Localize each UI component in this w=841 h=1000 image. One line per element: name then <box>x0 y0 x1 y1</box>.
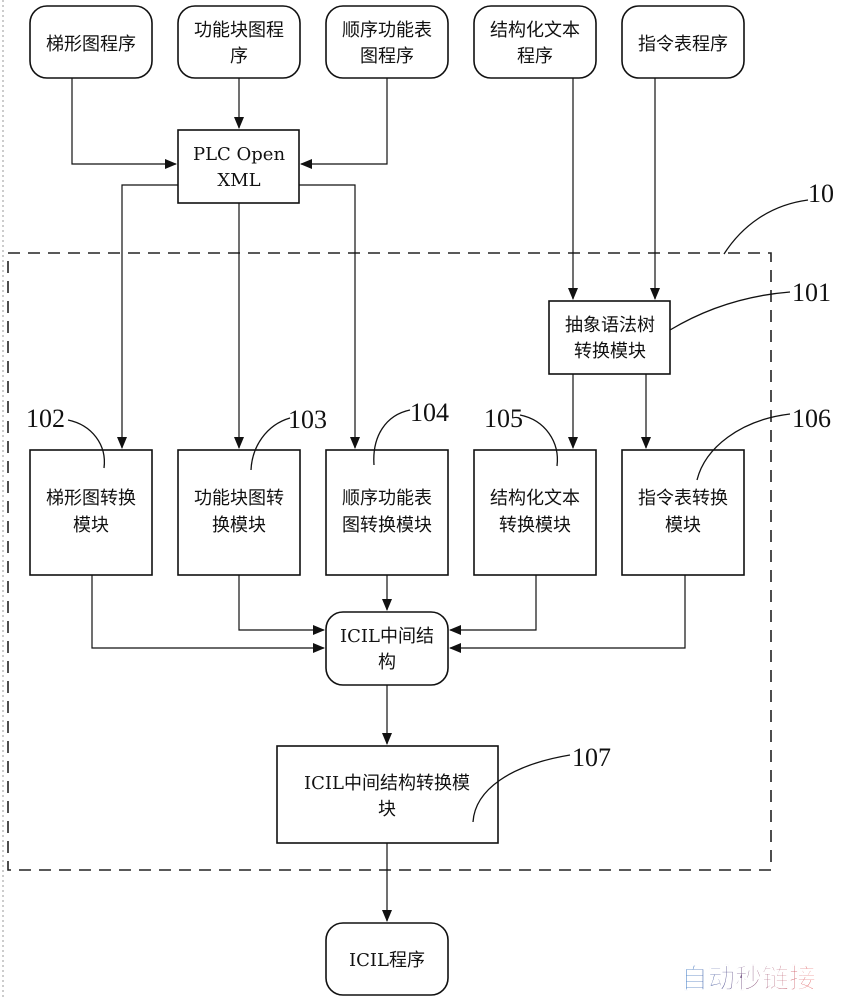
arrow-ladder-module-to-icil <box>91 575 325 653</box>
il-conversion-module: 指令表转换 模块 <box>621 449 745 576</box>
source-il-program: 指令表程序 <box>621 5 745 79</box>
ladder-conversion-module: 梯形图转换 模块 <box>29 449 153 576</box>
sfc-conversion-module: 顺序功能表 图转换模块 <box>325 449 449 576</box>
ref-105: 105 <box>484 404 523 433</box>
st-module-line1: 结构化文本 <box>490 488 580 509</box>
fbd-conversion-module: 功能块图转 换模块 <box>177 449 301 576</box>
icil-program-output: ICIL程序 <box>325 922 449 996</box>
arrow-fbd-module-to-icil <box>238 575 325 635</box>
ref-103: 103 <box>288 405 327 434</box>
il-module-line1: 指令表转换 <box>638 488 728 509</box>
arrow-xml-to-ladder-module <box>117 184 178 449</box>
il-module-line2: 模块 <box>665 515 701 536</box>
plc-open-xml-box: PLC Open XML <box>177 129 300 204</box>
connectors <box>71 78 686 922</box>
ref-107: 107 <box>572 743 611 772</box>
icil-converter-line2: 块 <box>378 799 396 820</box>
leader-102 <box>67 419 105 469</box>
leader-106 <box>696 413 791 481</box>
ladder-module-line2: 模块 <box>73 515 109 536</box>
source-ladder-program: 梯形图程序 <box>29 5 153 79</box>
ladder-module-line1: 梯形图转换 <box>46 488 136 509</box>
plc-open-xml-line2: XML <box>217 170 260 191</box>
ref-101: 101 <box>792 278 831 307</box>
source-sfc-label-line1: 顺序功能表 <box>342 20 432 41</box>
source-sfc-program: 顺序功能表 图程序 <box>325 5 449 79</box>
icil-converter-line1: ICIL中间结构转换模 <box>304 773 470 794</box>
source-sfc-label-line2: 图程序 <box>360 46 414 67</box>
watermark-logo: 自动秒链接 <box>681 963 816 995</box>
source-fbd-program: 功能块图程 序 <box>177 5 301 79</box>
ref-10: 10 <box>808 179 834 208</box>
icil-program-label: ICIL程序 <box>349 950 425 971</box>
ref-106: 106 <box>792 404 831 433</box>
fbd-module-line2: 换模块 <box>212 515 266 536</box>
plc-open-xml-line1: PLC Open <box>193 144 285 165</box>
st-conversion-module: 结构化文本 转换模块 <box>473 449 597 576</box>
leader-103 <box>250 417 291 471</box>
sfc-module-line1: 顺序功能表 <box>342 488 432 509</box>
icil-conversion-module: ICIL中间结构转换模 块 <box>276 745 499 844</box>
source-fbd-label-line1: 功能块图程 <box>194 20 284 41</box>
arrow-il-module-to-icil <box>449 575 686 653</box>
ast-module-line1: 抽象语法树 <box>565 315 655 336</box>
source-fbd-label-line2: 序 <box>230 46 248 67</box>
leader-107 <box>472 754 571 823</box>
leader-105 <box>519 414 558 467</box>
source-st-program: 结构化文本 程序 <box>473 5 597 79</box>
source-ladder-label: 梯形图程序 <box>46 34 136 55</box>
reference-leaders <box>67 199 809 823</box>
leader-104 <box>373 409 411 466</box>
source-il-label: 指令表程序 <box>638 34 728 55</box>
st-module-line2: 转换模块 <box>499 515 571 536</box>
leader-10 <box>723 199 809 255</box>
arrow-ladder-to-xml <box>71 78 177 169</box>
icil-structure-line1: ICIL中间结 <box>340 626 434 647</box>
sfc-module-line2: 图转换模块 <box>342 515 432 536</box>
leader-101 <box>669 291 791 331</box>
arrow-sfc-to-xml <box>300 78 388 169</box>
ref-102: 102 <box>26 404 65 433</box>
source-st-label-line1: 结构化文本 <box>490 20 580 41</box>
icil-intermediate-structure: ICIL中间结 构 <box>325 611 449 686</box>
arrow-st-module-to-icil <box>449 575 537 635</box>
ast-conversion-module: 抽象语法树 转换模块 <box>548 300 671 375</box>
icil-structure-line2: 构 <box>378 652 396 673</box>
ast-module-line2: 转换模块 <box>574 341 646 362</box>
source-st-label-line2: 程序 <box>517 46 553 67</box>
ref-104: 104 <box>410 398 449 427</box>
system-boundary <box>7 252 772 871</box>
fbd-module-line1: 功能块图转 <box>194 488 284 509</box>
arrow-xml-to-sfc-module <box>299 184 360 449</box>
